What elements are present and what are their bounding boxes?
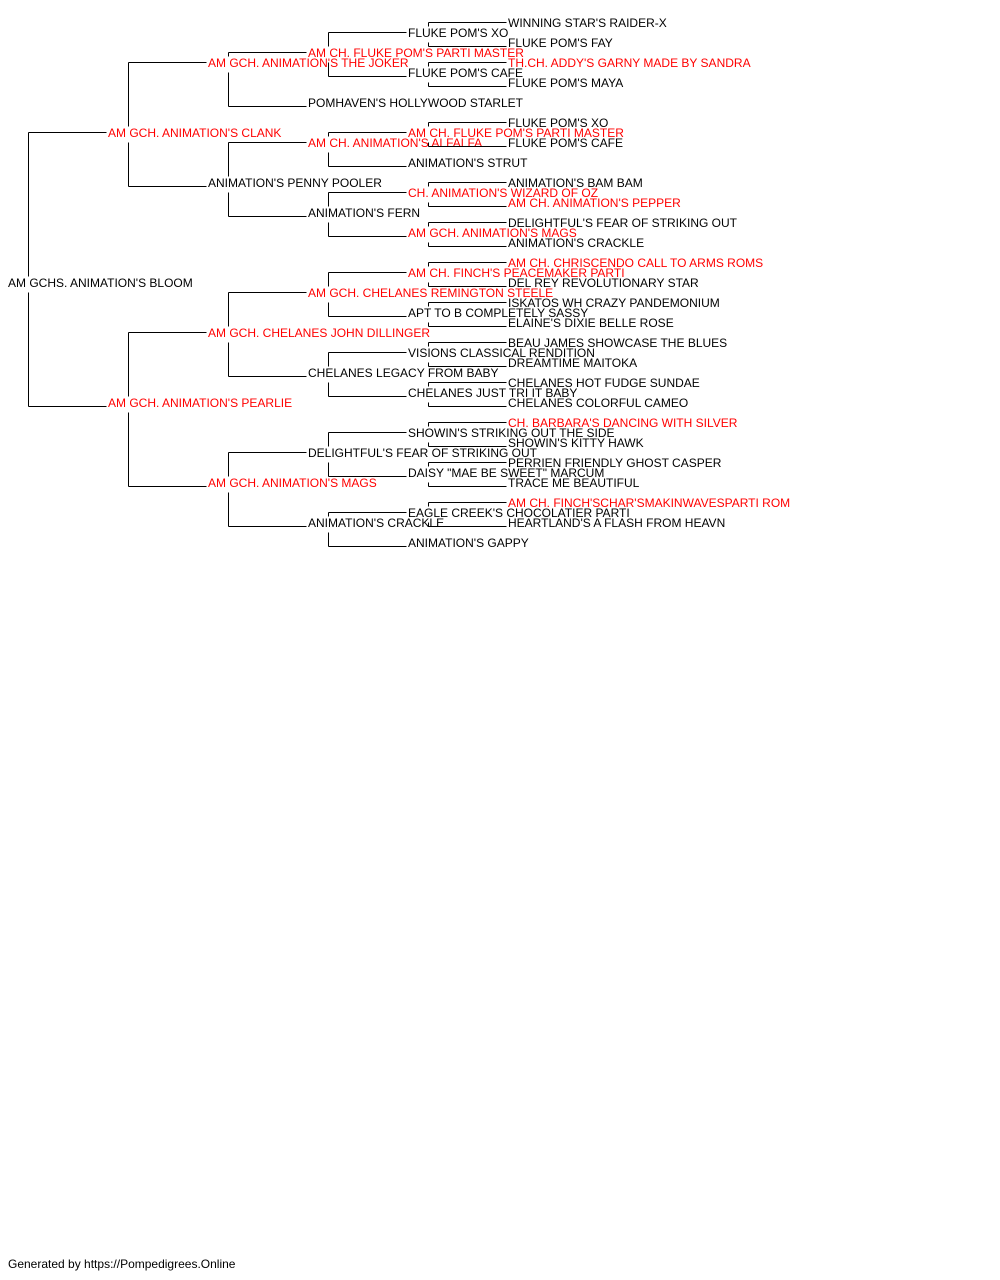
sire-name[interactable]: CHELANES HOT FUDGE SUNDAE <box>508 376 700 390</box>
sire-name[interactable]: ISKATOS WH CRAZY PANDEMONIUM <box>508 296 720 310</box>
sire-name[interactable]: AM CH. FLUKE POM'S PARTI MASTER <box>308 46 524 60</box>
sire-name[interactable]: FLUKE POM'S XO <box>508 116 608 130</box>
sire-name[interactable]: WINNING STAR'S RAIDER-X <box>508 16 667 30</box>
dam-name[interactable]: AM CH. ANIMATION'S PEPPER <box>508 196 681 210</box>
dam-name[interactable]: SHOWIN'S KITTY HAWK <box>508 436 644 450</box>
dam-name[interactable]: APT TO B COMPLETELY SASSY <box>408 306 588 320</box>
sire-name[interactable]: AM CH. FINCH'SCHAR'SMAKINWAVESPARTI ROM <box>508 496 790 510</box>
dam-name[interactable]: ELAINE'S DIXIE BELLE ROSE <box>508 316 674 330</box>
dam-name[interactable]: DEL REY REVOLUTIONARY STAR <box>508 276 699 290</box>
sire-name[interactable]: CH. BARBARA'S DANCING WITH SILVER <box>508 416 738 430</box>
sire-name[interactable]: AM GCH. ANIMATION'S THE JOKER <box>208 56 409 70</box>
dam-name[interactable]: FLUKE POM'S CAFE <box>508 136 623 150</box>
sire-name[interactable]: DELIGHTFUL'S FEAR OF STRIKING OUT <box>508 216 738 230</box>
sire-name[interactable]: AM GCH. ANIMATION'S CLANK <box>108 126 281 140</box>
dam-name[interactable]: ANIMATION'S CRACKLE <box>508 236 644 250</box>
sire-name[interactable]: AM GCH. CHELANES REMINGTON STEELE <box>308 286 553 300</box>
sire-name[interactable]: AM CH. FINCH'S PEACEMAKER PARTI <box>408 266 625 280</box>
sire-name[interactable]: SHOWIN'S STRIKING OUT THE SIDE <box>408 426 615 440</box>
dam-name[interactable]: ANIMATION'S STRUT <box>408 156 528 170</box>
sire-name[interactable]: TH.CH. ADDY'S GARNY MADE BY SANDRA <box>508 56 751 70</box>
dam-name[interactable]: FLUKE POM'S FAY <box>508 36 613 50</box>
dam-name[interactable]: FLUKE POM'S MAYA <box>508 76 623 90</box>
dam-name[interactable]: AM GCH. ANIMATION'S MAGS <box>408 226 577 240</box>
sire-name[interactable]: EAGLE CREEK'S CHOCOLATIER PARTI <box>408 506 630 520</box>
dam-name[interactable]: TRACE ME BEAUTIFUL <box>508 476 640 490</box>
dam-name[interactable]: ANIMATION'S FERN <box>308 206 420 220</box>
sire-name[interactable]: BEAU JAMES SHOWCASE THE BLUES <box>508 336 727 350</box>
dam-name[interactable]: ANIMATION'S CRACKLE <box>308 516 444 530</box>
dam-name[interactable]: FLUKE POM'S CAFE <box>408 66 523 80</box>
dam-name[interactable]: AM GCH. ANIMATION'S PEARLIE <box>108 396 292 410</box>
sire-name[interactable]: VISIONS CLASSICAL RENDITION <box>408 346 595 360</box>
dam-name[interactable]: DAISY "MAE BE SWEET" MARCUM <box>408 466 604 480</box>
dam-name[interactable]: ANIMATION'S PENNY POOLER <box>208 176 382 190</box>
dam-name[interactable]: CHELANES LEGACY FROM BABY <box>308 366 499 380</box>
subject-dog-name[interactable]: AM GCHS. ANIMATION'S BLOOM <box>8 276 193 290</box>
sire-name[interactable]: FLUKE POM'S XO <box>408 26 508 40</box>
sire-name[interactable]: AM CH. CHRISCENDO CALL TO ARMS ROMS <box>508 256 763 270</box>
dam-name[interactable]: AM GCH. ANIMATION'S MAGS <box>208 476 377 490</box>
dam-name[interactable]: POMHAVEN'S HOLLYWOOD STARLET <box>308 96 524 110</box>
dam-name[interactable]: CHELANES JUST TRI IT BABY <box>408 386 577 400</box>
dam-name[interactable]: HEARTLAND'S A FLASH FROM HEAVN <box>508 516 725 530</box>
sire-name[interactable]: AM CH. FLUKE POM'S PARTI MASTER <box>408 126 624 140</box>
dam-name[interactable]: CHELANES COLORFUL CAMEO <box>508 396 688 410</box>
sire-name[interactable]: CH. ANIMATION'S WIZARD OF OZ <box>408 186 598 200</box>
generated-by-footer: Generated by https://Pompedigrees.Online <box>8 1257 236 1271</box>
dam-name[interactable]: DREAMTIME MAITOKA <box>508 356 637 370</box>
sire-name[interactable]: PERRIEN FRIENDLY GHOST CASPER <box>508 456 722 470</box>
sire-name[interactable]: ANIMATION'S BAM BAM <box>508 176 643 190</box>
dam-name[interactable]: ANIMATION'S GAPPY <box>408 536 529 550</box>
sire-name[interactable]: AM GCH. CHELANES JOHN DILLINGER <box>208 326 430 340</box>
sire-name[interactable]: DELIGHTFUL'S FEAR OF STRIKING OUT <box>308 446 538 460</box>
